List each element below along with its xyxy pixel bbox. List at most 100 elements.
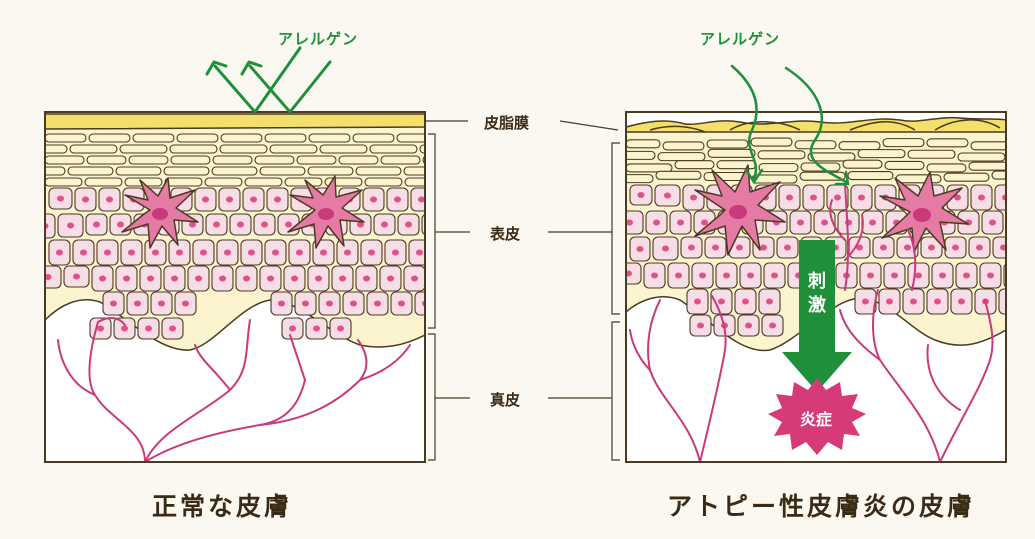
cell-nucleus [747, 273, 754, 279]
corneocyte [707, 140, 748, 148]
cell-nucleus [939, 273, 946, 279]
cell-nucleus [694, 299, 701, 305]
cell-nucleus [337, 326, 344, 332]
cell-nucleus [134, 301, 141, 307]
stimulus-char: 激 [805, 294, 829, 318]
cell-nucleus [978, 195, 985, 201]
epidermal-cell [999, 289, 1020, 314]
cell-nucleus [171, 276, 178, 282]
epidermis-label: 表皮 [490, 223, 520, 244]
cell-nucleus [296, 250, 303, 256]
cell-nucleus [976, 245, 983, 251]
cell-nucleus [182, 301, 189, 307]
corneocyte [658, 153, 705, 161]
cell-nucleus [987, 273, 994, 279]
cell-nucleus [387, 276, 394, 282]
caption-atopic-skin: アトピー性皮膚炎の皮膚 [667, 487, 975, 523]
cell-nucleus [106, 197, 113, 203]
corneocyte [221, 134, 262, 142]
normal-skin-panel [27, 112, 467, 462]
cell-nucleus [117, 222, 124, 228]
cell-nucleus [93, 222, 100, 228]
cell-nucleus [261, 222, 268, 228]
cell-nucleus [57, 196, 64, 202]
corneocyte [308, 167, 353, 175]
corneocyte [45, 156, 84, 164]
corneocyte [656, 171, 701, 179]
corneocyte [220, 145, 267, 153]
cell-nucleus [381, 222, 388, 228]
cell-nucleus [653, 220, 660, 226]
cell-nucleus [723, 273, 730, 279]
cell-nucleus [128, 250, 135, 256]
cell-nucleus [320, 250, 327, 256]
corneocyte [397, 134, 438, 142]
label-connectors [425, 121, 620, 460]
cell-nucleus [718, 299, 725, 305]
cell-nucleus [701, 220, 708, 226]
cell-nucleus [760, 245, 767, 251]
cell-nucleus [237, 222, 244, 228]
corneocyte [116, 167, 161, 175]
cell-nucleus [200, 250, 207, 256]
cell-nucleus [910, 299, 917, 305]
cell-nucleus [915, 273, 922, 279]
cell-nucleus [834, 195, 841, 201]
cell-nucleus [862, 299, 869, 305]
corneocyte [969, 162, 1008, 170]
cell-nucleus [745, 323, 752, 329]
cell-nucleus [867, 273, 874, 279]
cell-nucleus [958, 299, 965, 305]
corneocyte [405, 178, 442, 186]
corneocyte [213, 156, 252, 164]
cell-nucleus [771, 273, 778, 279]
corneocyte [365, 178, 402, 186]
caption-normal-skin: 正常な皮膚 [152, 487, 292, 523]
corneocyte [885, 161, 924, 169]
cell-nucleus [891, 273, 898, 279]
cell-nucleus [152, 250, 159, 256]
stratum-corneum-right [608, 138, 1035, 183]
corneocyte [420, 145, 467, 153]
corneocyte [758, 151, 805, 159]
corneocyte [381, 156, 420, 164]
cell-nucleus [350, 301, 357, 307]
cell-nucleus [326, 301, 333, 307]
corneocyte [260, 167, 305, 175]
cell-nucleus [952, 245, 959, 251]
corneocyte [353, 134, 394, 142]
cell-nucleus [99, 276, 106, 282]
cell-nucleus [248, 250, 255, 256]
cell-nucleus [1011, 273, 1018, 279]
allergen-label-right: アレルゲン [700, 28, 780, 49]
cell-nucleus [886, 299, 893, 305]
cell-nucleus [56, 250, 63, 256]
corneocyte [708, 149, 755, 157]
corneocyte [992, 171, 1035, 179]
cell-nucleus [289, 326, 296, 332]
corneocyte [370, 145, 417, 153]
cell-nucleus [989, 220, 996, 226]
corneocyte [212, 167, 257, 175]
cell-nucleus [374, 301, 381, 307]
cell-nucleus [73, 274, 80, 280]
corneocyte [843, 160, 882, 168]
cell-nucleus [904, 245, 911, 251]
cell-nucleus [315, 276, 322, 282]
cell-nucleus [202, 197, 209, 203]
cell-nucleus [226, 197, 233, 203]
corneocyte [927, 164, 966, 172]
allergen-label-left: アレルゲン [278, 28, 358, 49]
cell-nucleus [224, 250, 231, 256]
cell-nucleus [398, 301, 405, 307]
cell-nucleus [786, 195, 793, 201]
corneocyte [848, 172, 893, 180]
corneocyte [164, 167, 209, 175]
corneocyte [68, 167, 113, 175]
corneocyte [165, 178, 202, 186]
corneocyte [89, 134, 130, 142]
corneocyte [297, 156, 336, 164]
corneocyte [958, 153, 1005, 161]
cell-nucleus [784, 245, 791, 251]
cell-nucleus [158, 301, 165, 307]
